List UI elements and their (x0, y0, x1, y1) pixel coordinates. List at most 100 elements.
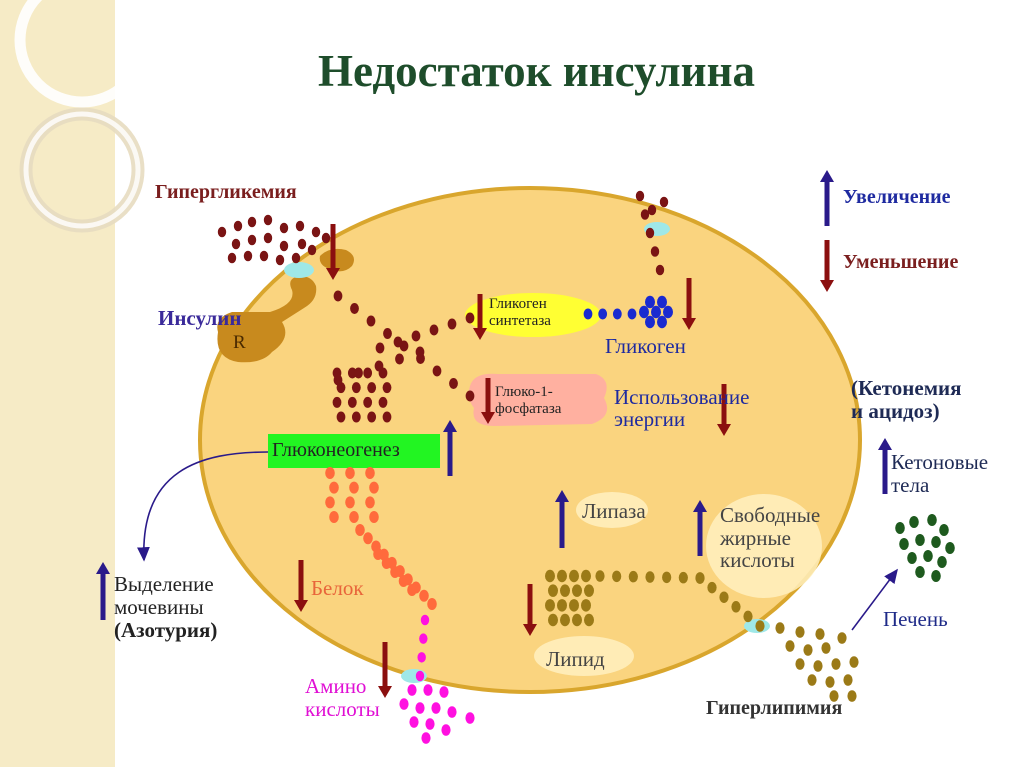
glucose-dot (243, 250, 253, 262)
glycogen-synthase-arrow (473, 294, 487, 340)
lipid-dot (785, 640, 795, 652)
lipid-dot (695, 572, 705, 584)
glucose-dot (263, 232, 273, 244)
glucose-dot (247, 216, 257, 228)
glycogen-dot (645, 315, 655, 329)
glucose-dot (635, 190, 645, 202)
glycogen-label: Гликоген (605, 334, 686, 358)
glucose-dot (259, 250, 269, 262)
glucose-dot (647, 204, 657, 216)
cell (198, 186, 862, 694)
gng-to-urea-arrow (137, 451, 269, 562)
glycogen-arrow (682, 278, 696, 330)
glucose-dot (382, 411, 392, 423)
lipid-dot (545, 599, 555, 612)
page-title: Недостаток инсулина (318, 46, 756, 96)
glycogen-dot (627, 308, 637, 320)
protein-dot (349, 511, 359, 523)
ketone-dot (945, 542, 955, 554)
glucose-dot (217, 226, 227, 238)
protein-dot (365, 496, 375, 509)
lipid-dot (548, 613, 558, 627)
glucose-dot (659, 196, 669, 208)
amino-dot (465, 712, 475, 724)
glucose-dot (465, 312, 475, 324)
ketone-dot (927, 514, 937, 526)
glycogen-dot (663, 305, 673, 319)
legend-increase-label: Увеличение (843, 186, 951, 208)
receptor-label: R (233, 332, 246, 353)
ketone-dot (915, 534, 925, 546)
glucose-dot (347, 367, 357, 379)
ffa-bubble (706, 494, 822, 598)
lipid-dot (731, 601, 741, 613)
ketone-dot (907, 552, 917, 564)
glucose-dot (447, 318, 457, 330)
lipid-label: Липид (546, 647, 605, 671)
amino-dot (407, 684, 417, 696)
glucose-dot (336, 411, 346, 423)
amino-dot (431, 702, 441, 714)
lipid-dot (569, 569, 579, 583)
ketone-dot (899, 538, 909, 550)
amino-dot (425, 718, 435, 730)
hyperlipemia-label: Гиперлипимия (706, 697, 843, 719)
glycogen-dot (651, 305, 661, 319)
amino-dot (447, 706, 457, 718)
ffa-label: Свободные жирные кислоты (720, 503, 821, 573)
protein-dot (381, 557, 392, 569)
protein-dot (365, 467, 375, 479)
lipid-dot (572, 584, 582, 597)
phosphatase-blob (468, 373, 608, 426)
amino-dot (441, 724, 451, 736)
urea-label: Выделение мочевины (Азотурия) (114, 572, 218, 643)
energy-use-arrow (717, 384, 731, 436)
protein-dot (345, 496, 355, 509)
glycogen-dot (657, 315, 667, 329)
glucose-dot (640, 209, 650, 220)
glucose-dot (233, 220, 243, 232)
lipid-dot (795, 658, 805, 670)
glucose-dot (655, 264, 665, 276)
molecule-dots (217, 190, 955, 744)
liver-to-ketone-arrow (851, 568, 898, 631)
lipid-dot (545, 569, 555, 583)
glycogen-dot (612, 308, 622, 320)
glucose-dot (354, 367, 363, 379)
lipid-dot (560, 584, 570, 597)
glycogen-dot (639, 305, 649, 319)
glucose-dot (295, 220, 305, 232)
protein-dot (325, 467, 335, 479)
glucose-dot (411, 330, 421, 342)
glycogen-dot (657, 295, 667, 309)
protein-dot (325, 496, 335, 509)
glucose-dot (432, 365, 442, 377)
glucose-dot (351, 382, 361, 394)
amino-dot (415, 670, 425, 682)
protein-dot (345, 467, 355, 479)
protein-dot (390, 566, 400, 578)
lipid-dot (795, 626, 805, 638)
lipid-dot (707, 581, 717, 594)
hyperglycemia-label: Гипергликемия (155, 181, 297, 203)
lipid-dot (775, 622, 785, 634)
protein-dot (373, 548, 383, 560)
glucose-dot (367, 411, 377, 423)
lipid-dot (628, 570, 638, 583)
glucose-dot (307, 244, 317, 256)
lipid-arrow (523, 584, 537, 636)
glucose-dot (429, 324, 439, 336)
glycogen-dot (583, 308, 593, 320)
insulin-label: Инсулин (158, 306, 242, 330)
glucose-dot (374, 360, 384, 372)
glucose-dot (333, 374, 343, 386)
lipase-bubble (576, 492, 648, 528)
phosphatase-label: Глюко-1- фосфатаза (495, 384, 562, 417)
glycogen-synthase-blob (465, 293, 601, 337)
lipid-dot (837, 632, 847, 644)
glucose-dot (297, 238, 307, 250)
lipid-dot (807, 674, 817, 686)
glucose-dot (321, 232, 331, 244)
amino-dot (419, 633, 428, 644)
ffa-arrow (693, 500, 707, 556)
